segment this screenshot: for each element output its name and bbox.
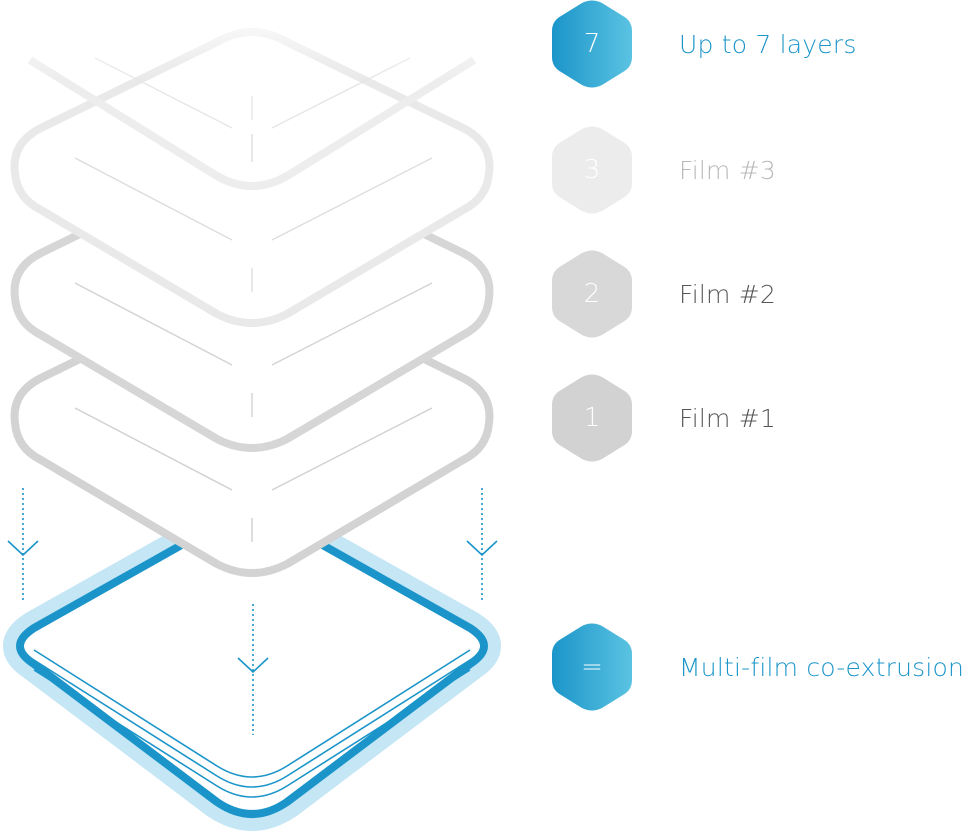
layer-stack-illustration [0, 0, 540, 831]
legend-item-layers: 7 Up to 7 layers [551, 0, 969, 88]
coextruded-film-layer-line-1 [33, 649, 471, 778]
legend-label: Film #2 [679, 279, 777, 309]
film-1-fold-line-right [271, 407, 433, 491]
legend-label: Film #3 [679, 155, 777, 185]
hexagon-badge: 1 [551, 374, 633, 462]
arrow-down-center [237, 604, 269, 735]
hexagon-icon [552, 374, 632, 462]
film-1-fold-line-left [74, 407, 233, 491]
legend-item-film-1: 1 Film #1 [551, 374, 969, 462]
hexagon-icon [552, 250, 632, 338]
legend-item-film-2: 2 Film #2 [551, 250, 969, 338]
badge-number: 2 [583, 279, 601, 309]
faded-film-outline [27, 56, 477, 190]
legend-label: Film #1 [679, 403, 777, 433]
film-3-fold-line-right [271, 157, 433, 241]
badge-number: 3 [583, 155, 601, 185]
legend-item-film-3: 3 Film #3 [551, 126, 969, 214]
hexagon-badge: = [551, 623, 633, 711]
hexagon-icon [552, 623, 632, 711]
hexagon-badge: 2 [551, 250, 633, 338]
chevron-down-icon [7, 540, 39, 557]
chevron-down-icon [237, 657, 269, 674]
coextruded-film-layer-line-2 [33, 659, 471, 788]
chevron-down-icon [466, 540, 498, 557]
hexagon-icon [552, 0, 632, 88]
faded-upper-films [0, 0, 540, 190]
film-3-fold-line-left [74, 157, 233, 241]
legend-label: Up to 7 layers [679, 29, 857, 59]
legend-label: Multi-film co-extrusion [679, 652, 965, 682]
equals-sign-icon: = [581, 652, 603, 682]
coextruded-film-layer-line-3 [33, 669, 471, 798]
hexagon-badge: 7 [551, 0, 633, 88]
arrow-down-right [466, 488, 498, 602]
badge-number: 1 [583, 403, 601, 433]
film-2-fold-line-left [74, 282, 233, 366]
arrow-down-left [7, 488, 39, 602]
top-fade-overlay [0, 0, 540, 80]
legend-item-coextrusion: = Multi-film co-extrusion [551, 623, 969, 711]
hexagon-icon [552, 126, 632, 214]
film-2-fold-line-right [271, 282, 433, 366]
hexagon-badge: 3 [551, 126, 633, 214]
badge-number: 7 [583, 29, 601, 59]
